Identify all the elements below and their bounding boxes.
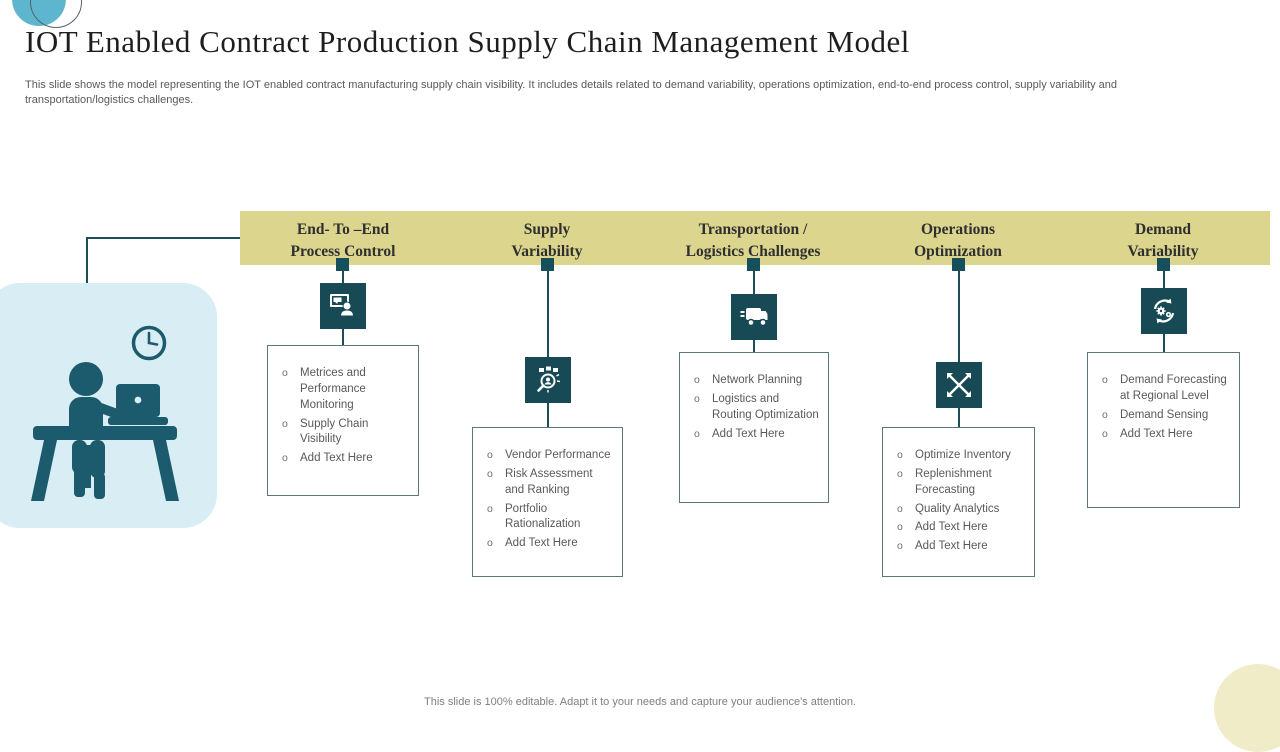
list-item: Demand Forecasting at Regional Level <box>1094 373 1231 405</box>
demand-variability-box: Demand Forecasting at Regional Level Dem… <box>1087 352 1240 508</box>
illustration-panel <box>0 283 217 528</box>
list-item: Logistics and Routing Optimization <box>686 392 820 424</box>
vendor-search-icon <box>525 357 571 403</box>
truck-icon <box>731 294 777 340</box>
list-item: Supply Chain Visibility <box>274 417 410 449</box>
end-to-end-process-control-box: Metrices and Performance Monitoring Supp… <box>267 345 419 496</box>
connector-stub <box>952 258 965 271</box>
page-title: IOT Enabled Contract Production Supply C… <box>25 24 910 59</box>
connector-line <box>958 265 960 427</box>
column-header-operations: Operations Optimization <box>914 221 1002 260</box>
list-item: Add Text Here <box>1094 427 1231 443</box>
column-header-end-to-end: End- To –End Process Control <box>290 221 396 260</box>
list-item: Add Text Here <box>889 539 1026 555</box>
bullet-list: Demand Forecasting at Regional Level Dem… <box>1094 373 1231 442</box>
header-band <box>240 211 1270 265</box>
bullet-list: Network Planning Logistics and Routing O… <box>686 373 820 442</box>
connector-line <box>547 265 549 427</box>
list-item: Portfolio Rationalization <box>479 502 614 534</box>
transportation-logistics-box: Network Planning Logistics and Routing O… <box>679 352 829 503</box>
list-item: Optimize Inventory <box>889 448 1026 464</box>
elbow-connector-vertical <box>86 237 88 284</box>
list-item: Add Text Here <box>889 520 1026 536</box>
list-item: Risk Assessment and Ranking <box>479 467 614 499</box>
operations-optimization-box: Optimize Inventory Replenishment Forecas… <box>882 427 1035 577</box>
elbow-connector-horizontal <box>86 237 240 239</box>
connector-stub <box>541 258 554 271</box>
bullet-list: Optimize Inventory Replenishment Forecas… <box>889 448 1026 555</box>
list-item: Add Text Here <box>479 536 614 552</box>
supply-variability-box: Vendor Performance Risk Assessment and R… <box>472 427 623 577</box>
expand-arrows-icon <box>936 362 982 408</box>
footer-note: This slide is 100% editable. Adapt it to… <box>424 696 856 708</box>
corner-decoration-circle <box>1214 664 1280 752</box>
column-header-demand-variability: Demand Variability <box>1127 221 1199 260</box>
list-item: Add Text Here <box>274 451 410 467</box>
list-item: Replenishment Forecasting <box>889 467 1026 499</box>
list-item: Network Planning <box>686 373 820 389</box>
list-item: Vendor Performance <box>479 448 614 464</box>
list-item: Quality Analytics <box>889 502 1026 518</box>
process-sync-icon <box>1141 288 1187 334</box>
connector-stub <box>747 258 760 271</box>
connector-stub <box>336 258 349 271</box>
slide-description: This slide shows the model representing … <box>25 79 1118 106</box>
bullet-list: Vendor Performance Risk Assessment and R… <box>479 448 614 552</box>
column-header-transportation: Transportation / Logistics Challenges <box>685 221 821 260</box>
bullet-list: Metrices and Performance Monitoring Supp… <box>274 366 410 467</box>
list-item: Demand Sensing <box>1094 408 1231 424</box>
list-item: Metrices and Performance Monitoring <box>274 366 410 414</box>
column-header-supply-variability: Supply Variability <box>511 221 583 260</box>
list-item: Add Text Here <box>686 427 820 443</box>
person-at-desk-icon <box>31 325 179 501</box>
connector-stub <box>1157 258 1170 271</box>
presentation-monitor-icon <box>320 283 366 329</box>
